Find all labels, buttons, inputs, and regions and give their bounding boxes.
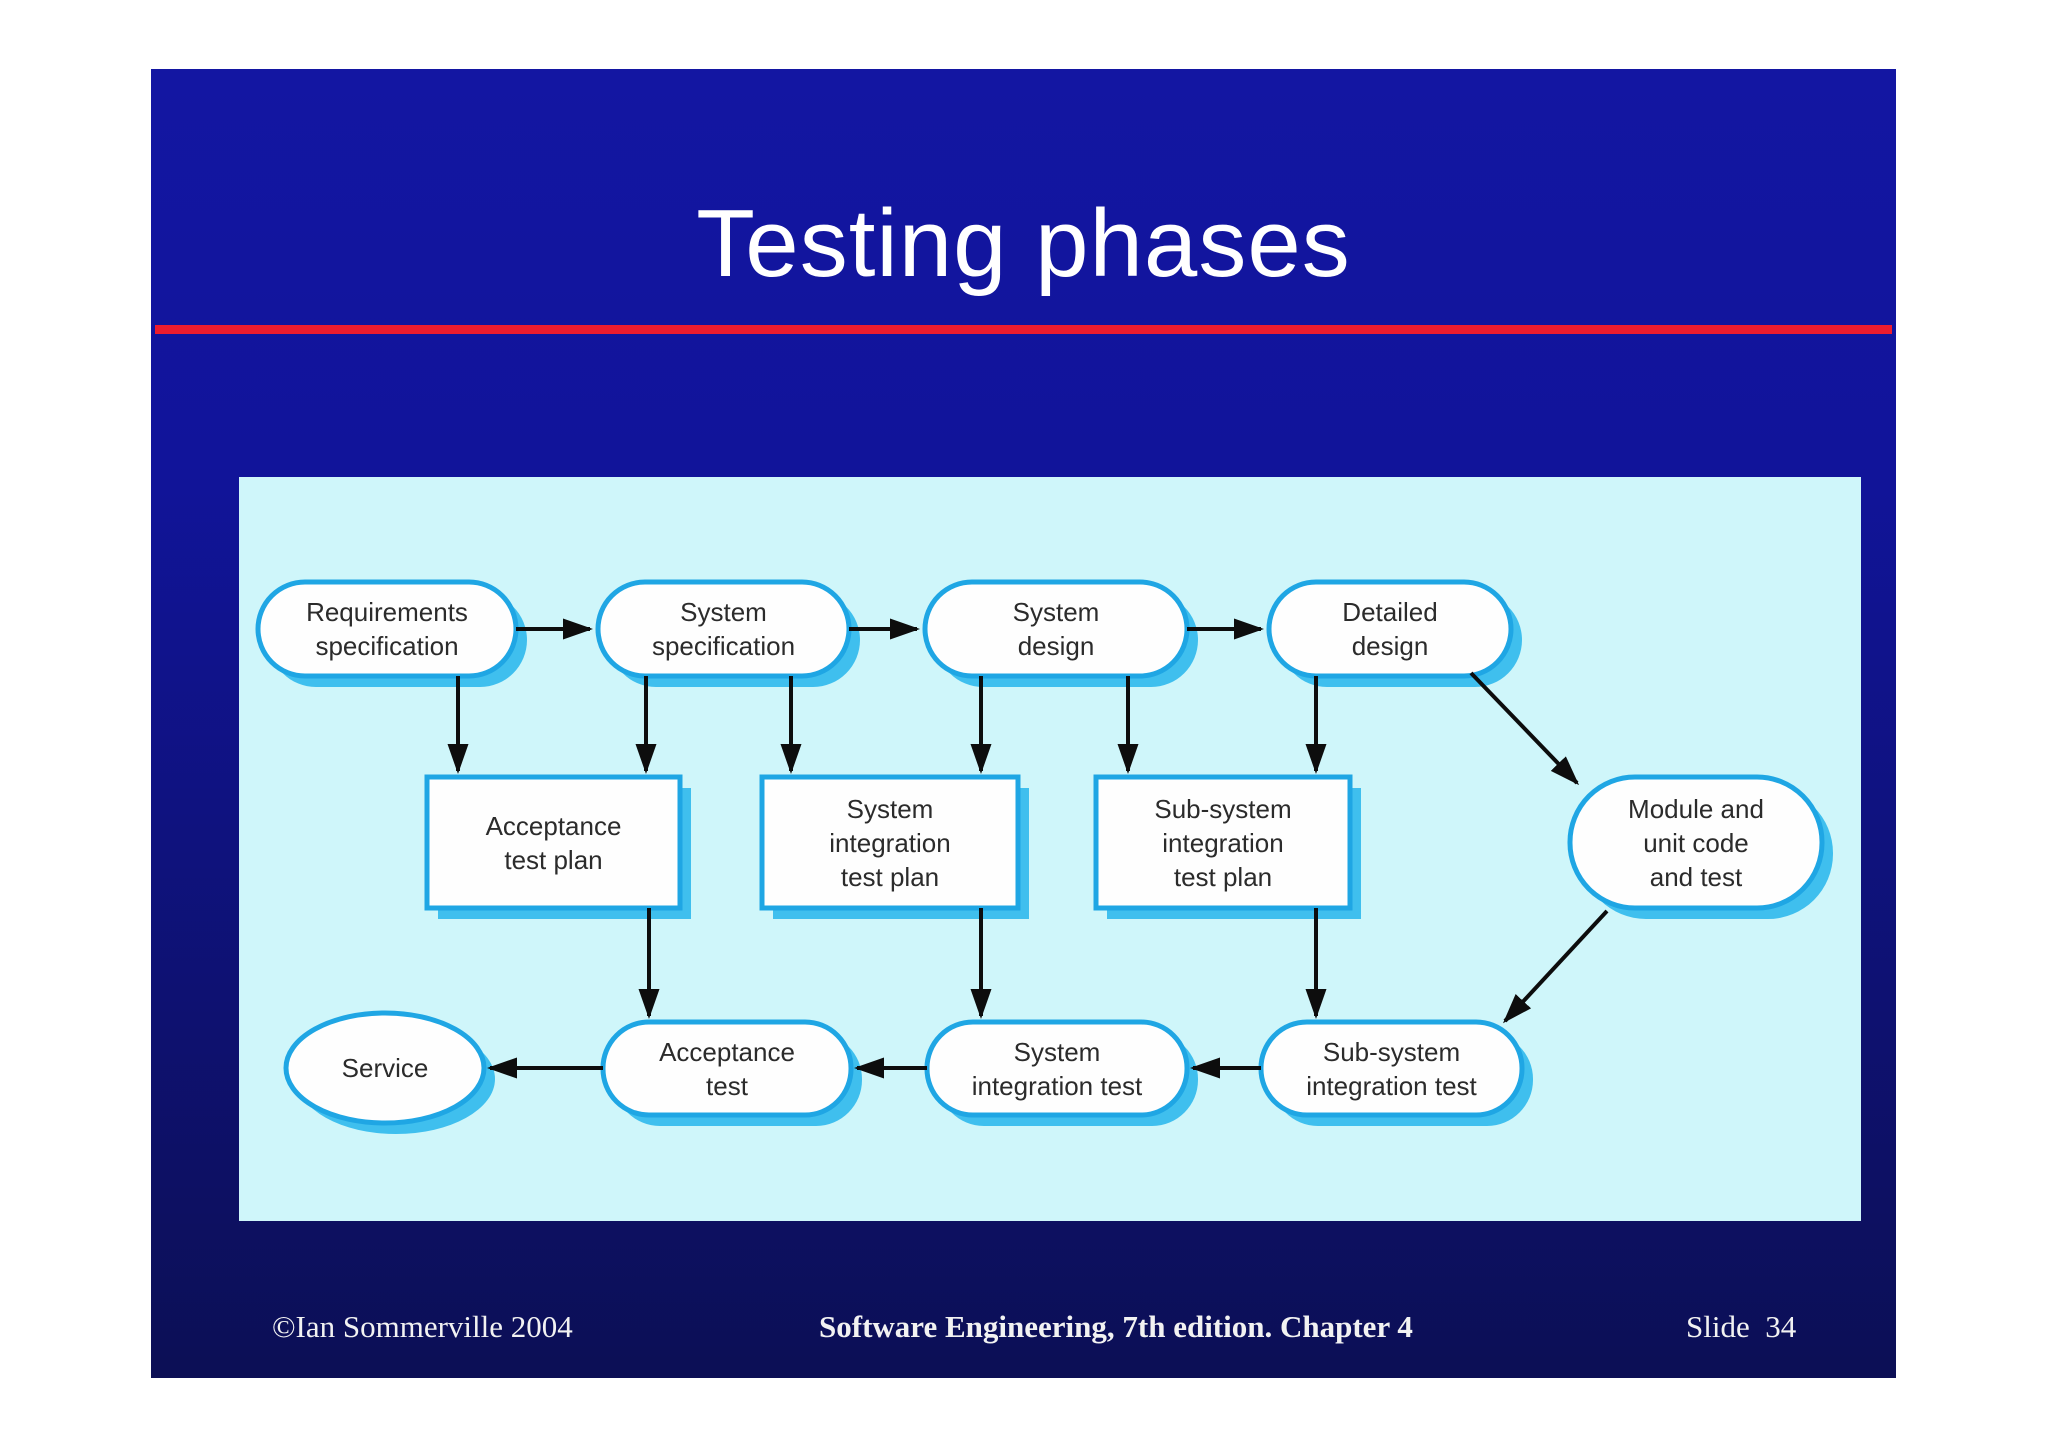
footer-book-title: Software Engineering, 7th edition. Chapt… bbox=[819, 1309, 1413, 1344]
node-shape-acceptance-test-plan bbox=[424, 774, 683, 911]
node-shape-sub-system-integration-test bbox=[1258, 1019, 1525, 1118]
node-shape-acceptance-test bbox=[600, 1019, 854, 1118]
title-divider-line bbox=[155, 325, 1892, 334]
node-shape-sub-system-integration-test-plan bbox=[1093, 774, 1353, 911]
diagram-canvas bbox=[255, 579, 1833, 1134]
testing-phases-diagram: Requirements specification System specif… bbox=[239, 477, 1861, 1221]
node-shape-system-design bbox=[922, 579, 1190, 679]
slide-title: Testing phases bbox=[696, 190, 1351, 297]
node-shape-system-integration-test bbox=[924, 1019, 1190, 1118]
edge-module-and-unit-code-and-test-to-sub-system-integration-test bbox=[1502, 909, 1609, 1024]
footer-copyright: ©Ian Sommerville 2004 bbox=[272, 1309, 573, 1344]
slide: Testing phases bbox=[151, 69, 1896, 1378]
slide-footer: ©Ian Sommerville 2004 Software Engineeri… bbox=[151, 1309, 1896, 1357]
node-shape-service bbox=[283, 1010, 487, 1126]
node-shape-system-integration-test-plan bbox=[759, 774, 1021, 911]
node-shape-detailed-design bbox=[1266, 579, 1514, 679]
node-shape-system-specification bbox=[595, 579, 852, 679]
edge-detailed-design-to-module-and-unit-code-and-test bbox=[1469, 671, 1580, 786]
node-shape-requirements-specification bbox=[255, 579, 519, 679]
node-shape-module-and-unit-code-and-test bbox=[1567, 774, 1825, 911]
diagram-edges bbox=[447, 618, 1609, 1079]
node-shapes bbox=[255, 579, 1825, 1126]
footer-slide-number: Slide 34 bbox=[1686, 1309, 1797, 1344]
